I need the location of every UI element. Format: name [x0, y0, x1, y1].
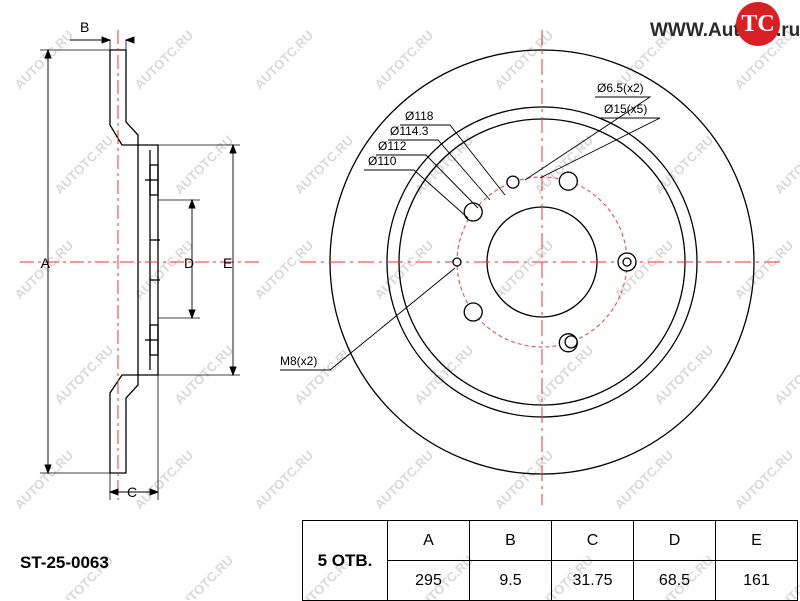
small-hole — [506, 175, 520, 189]
header-d: D — [633, 520, 716, 561]
watermark-text: AUTOTC.RU — [292, 343, 357, 408]
watermark-text: AUTOTC.RU — [172, 133, 237, 198]
watermark-text: AUTOTC.RU — [52, 133, 117, 198]
label-holes-small: Ø6.5(x2) — [597, 81, 644, 95]
watermark-text: AUTOTC.RU — [372, 28, 437, 93]
header-c: C — [551, 520, 634, 561]
dim-label-e: E — [223, 255, 232, 271]
label-threaded: M8(x2) — [280, 354, 317, 368]
hole-pattern — [452, 171, 637, 353]
watermark-text: AUTOTC.RU — [252, 448, 317, 513]
dim-label-a: A — [41, 255, 51, 271]
watermark-text: AUTOTC.RU — [172, 553, 237, 600]
threaded-hole — [622, 257, 632, 267]
dim-label-c: C — [127, 484, 137, 500]
watermark-text: AUTOTC.RU — [492, 238, 557, 303]
watermark-text: AUTOTC.RU — [652, 343, 717, 408]
small-hole — [564, 335, 578, 349]
header-b: B — [469, 520, 552, 561]
watermark-text: AUTOTC.RU — [292, 133, 357, 198]
watermark-text: AUTOTC.RU — [12, 448, 77, 513]
watermark-text: AUTOTC.RU — [372, 238, 437, 303]
part-number: ST-25-0063 — [20, 553, 109, 572]
header-a: A — [387, 520, 470, 561]
spec-value-row: 295 9.5 31.75 68.5 161 — [303, 560, 798, 601]
watermark-text: AUTOTC.RU — [132, 28, 197, 93]
holes-count: 5 ОТВ. — [302, 520, 388, 601]
value-d: 68.5 — [633, 560, 716, 601]
value-e: 161 — [715, 560, 798, 601]
header-e: E — [715, 520, 798, 561]
label-holes-large: Ø15(x5) — [604, 102, 647, 116]
label-d118: Ø118 — [405, 109, 434, 123]
threaded-hole — [452, 257, 462, 267]
logo-prefix: WWW.Auto — [650, 20, 752, 41]
watermark-text: AUTOTC.RU — [652, 133, 717, 198]
watermark-text: AUTOTC.RU — [612, 448, 677, 513]
value-a: 295 — [387, 560, 470, 601]
bolt-hole — [463, 202, 483, 222]
value-b: 9.5 — [469, 560, 552, 601]
watermark-text: AUTOTC.RU — [732, 448, 797, 513]
watermark-text: AUTOTC.RU — [252, 238, 317, 303]
bolt-hole — [463, 302, 483, 322]
label-d110: Ø110 — [368, 154, 397, 168]
side-view — [40, 40, 240, 500]
label-d114: Ø114.3 — [390, 124, 429, 138]
dim-label-d: D — [184, 255, 194, 271]
watermark-text: AUTOTC.RU — [732, 238, 797, 303]
watermark-text: AUTOTC.RU — [492, 28, 557, 93]
side-dimensions — [44, 36, 237, 496]
front-leaders — [280, 96, 661, 371]
logo-mark: TC — [736, 2, 780, 46]
spec-header-row: 5 ОТВ. A B C D E — [302, 520, 798, 601]
value-c: 31.75 — [551, 560, 634, 601]
autotc-logo: WWW.Auto TC .ru — [650, 2, 800, 50]
watermark-text: AUTOTC.RU — [372, 448, 437, 513]
dim-label-b: B — [80, 19, 89, 35]
watermark-text: AUTOTC.RU — [12, 28, 77, 93]
watermark-text: AUTOTC.RU — [132, 448, 197, 513]
watermark-text: AUTOTC.RU — [252, 28, 317, 93]
bolt-hole — [558, 171, 578, 191]
logo-suffix: .ru — [776, 20, 800, 41]
spec-table: 5 ОТВ. A B C D E 295 9.5 31.75 68.5 161 — [302, 520, 798, 601]
watermark-text: AUTOTC.RU — [52, 343, 117, 408]
watermark-text: AUTOTC.RU — [772, 133, 800, 198]
watermark-text: AUTOTC.RU — [492, 448, 557, 513]
watermark-text: AUTOTC.RU — [772, 343, 800, 408]
label-d112: Ø112 — [378, 139, 407, 153]
